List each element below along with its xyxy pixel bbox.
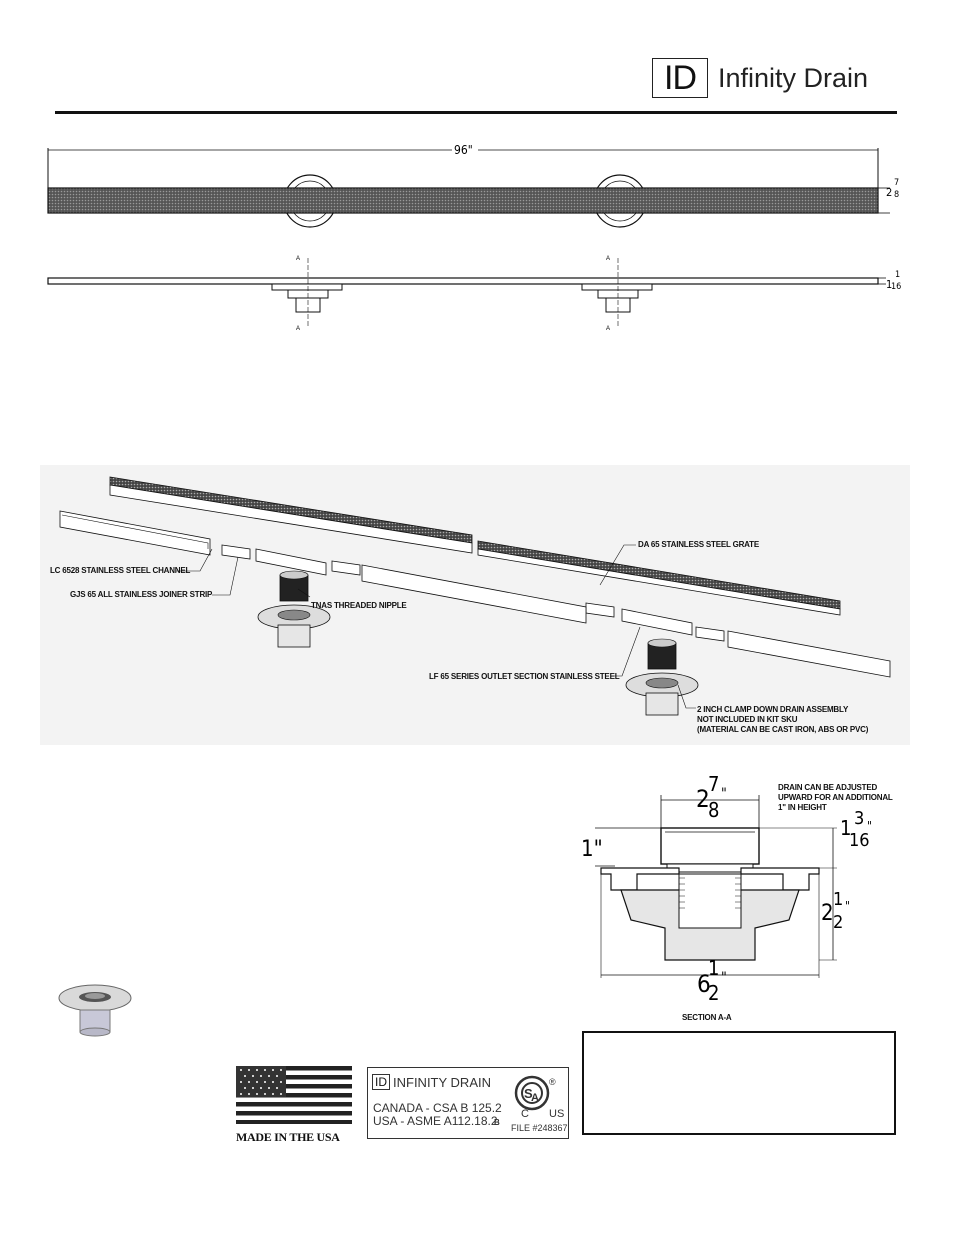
top-dim-whole: 2: [696, 785, 710, 813]
width-dim-num: 7: [894, 178, 899, 188]
width-dim-den: 8: [894, 190, 899, 200]
side-dim-den: 2: [833, 912, 843, 933]
right-dim-inch: ": [867, 819, 872, 833]
label-grate: DA 65 STAINLESS STEEL GRATE: [638, 540, 759, 549]
csa-canada: CANADA - CSA B 125.2: [373, 1101, 502, 1115]
made-in-usa-badge: MADE IN THE USA: [236, 1066, 352, 1144]
csa-certification: ID INFINITY DRAIN CANADA - CSA B 125.2 U…: [367, 1067, 569, 1139]
csa-mark-icon: S A ®: [514, 1075, 556, 1111]
side-dim-whole: 2: [821, 901, 834, 926]
height-dim-den: 16: [891, 282, 901, 292]
csa-brand: ID INFINITY DRAIN: [372, 1074, 491, 1090]
plan-view-drawing: 96" 2 7 8 A A A A 1 1 16: [47, 143, 901, 332]
right-dim-num: 3: [854, 808, 864, 829]
section-marker-top-right: A: [606, 256, 610, 262]
section-note-line2: UPWARD FOR AN ADDITIONAL: [778, 793, 893, 802]
label-drain-line1: 2 INCH CLAMP DOWN DRAIN ASSEMBLY: [697, 705, 849, 714]
made-in-usa-text: MADE IN THE USA: [236, 1130, 340, 1144]
top-dim-num: 7: [708, 772, 719, 796]
bottom-dim-den: 2: [708, 981, 719, 1005]
section-marker-bottom-left: A: [296, 326, 300, 332]
section-view-drawing: 2 7 8 " 6 1 2 " 1" 1 3 16 " 2 1 2 ": [581, 772, 872, 1005]
logo-mark: ID: [652, 58, 708, 98]
svg-text:A: A: [531, 1092, 539, 1104]
label-outlet: LF 65 SERIES OUTLET SECTION STAINLESS ST…: [429, 672, 620, 681]
bottom-dim-num: 1: [708, 956, 719, 980]
length-dimension: 96": [454, 143, 473, 157]
top-dim-inch: ": [721, 786, 727, 802]
side-dim-num: 1: [833, 889, 843, 910]
height-dim-whole: 1: [886, 278, 892, 291]
bottom-dim-whole: 6: [697, 970, 711, 998]
section-title: SECTION A-A: [682, 1013, 732, 1022]
label-channel: LC 6528 STAINLESS STEEL CHANNEL: [50, 566, 191, 575]
header-rule: [55, 111, 897, 114]
notes-box: [582, 1031, 896, 1135]
brand-logo: ID Infinity Drain: [652, 55, 868, 101]
exploded-view-drawing: [40, 465, 910, 745]
top-dim-den: 8: [708, 798, 719, 822]
csa-registered-mark: ®: [549, 1077, 556, 1087]
csa-us: US: [549, 1108, 565, 1120]
label-nipple: TNAS THREADED NIPPLE: [311, 601, 407, 610]
right-dim-whole: 1: [840, 816, 851, 840]
csa-logo-mark: ID: [372, 1074, 390, 1090]
brand-name: Infinity Drain: [718, 62, 869, 93]
svg-text:S: S: [524, 1086, 533, 1101]
label-drain-line3: (MATERIAL CAN BE CAST IRON, ABS OR PVC): [697, 725, 869, 734]
csa-b: B: [494, 1118, 500, 1127]
csa-c: C: [521, 1108, 529, 1120]
usa-flag-icon: [236, 1066, 352, 1124]
label-drain-line2: NOT INCLUDED IN KIT SKU: [697, 715, 798, 724]
bottom-dim-inch: ": [721, 970, 727, 986]
left-dim: 1": [581, 837, 603, 862]
height-dim-num: 1: [895, 270, 900, 280]
section-note-line1: DRAIN CAN BE ADJUSTED: [778, 783, 878, 792]
csa-file-number: FILE #248367: [511, 1123, 568, 1133]
side-dim-inch: ": [845, 899, 850, 913]
section-marker-bottom-right: A: [606, 326, 610, 332]
label-joiner: GJS 65 ALL STAINLESS JOINER STRIP: [70, 590, 213, 599]
csa-usa: USA - ASME A112.18.2: [373, 1114, 498, 1128]
width-dim-whole: 2: [886, 186, 892, 199]
right-dim-den: 16: [849, 830, 870, 851]
drain-product-image: [58, 984, 132, 1037]
section-note-line3: 1" IN HEIGHT: [778, 803, 827, 812]
csa-brand-name: INFINITY DRAIN: [393, 1074, 491, 1090]
section-marker-top-left: A: [296, 256, 300, 262]
